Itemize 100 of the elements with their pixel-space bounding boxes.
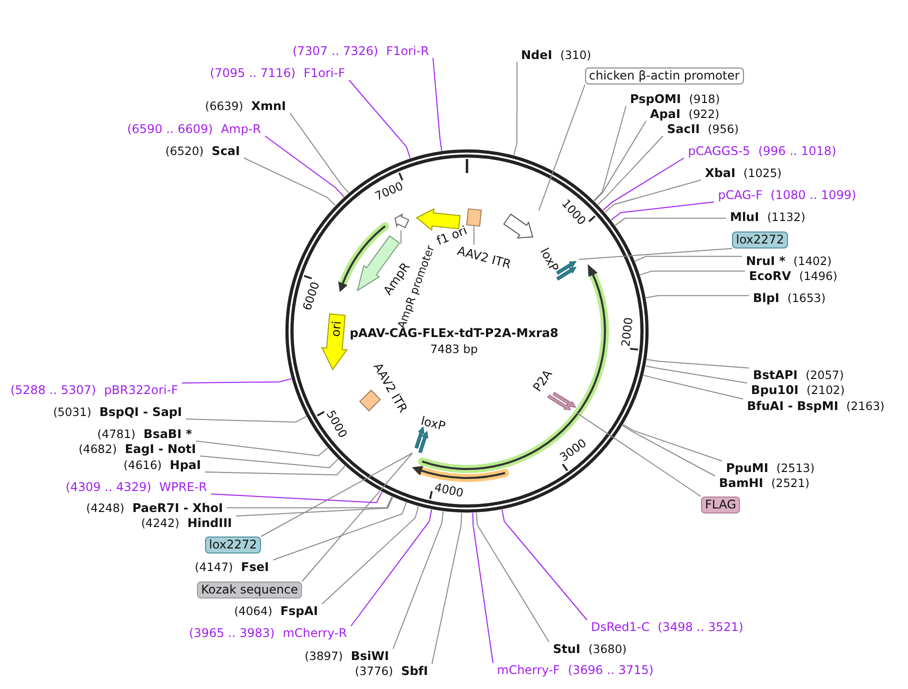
site-position: (4242) <box>141 516 180 530</box>
enzyme-name: FspAI <box>280 604 318 618</box>
leader-line <box>593 106 626 201</box>
enzyme-name: BamHI <box>719 476 764 490</box>
leader-line <box>646 359 750 368</box>
plasmid-name: pAAV-CAG-FLEx-tdT-P2A-Mxra8 <box>350 326 558 340</box>
enzyme-name: PspOMI <box>630 92 681 106</box>
enzyme-name: ScaI <box>212 144 240 158</box>
leader-line <box>594 120 646 202</box>
enzyme-name: ApaI <box>650 107 680 121</box>
leader-line <box>622 425 716 476</box>
leader-line <box>476 512 550 642</box>
primer-name: mCherry-R <box>282 626 347 640</box>
leader-line <box>645 366 748 384</box>
enzyme-name: XbaI <box>705 166 736 180</box>
primer-range: (5288 .. 5307) <box>10 383 96 397</box>
leader-line <box>204 466 346 476</box>
feature-label: FLAG <box>701 496 740 514</box>
primer-range: (1080 .. 1099) <box>770 188 856 202</box>
site-position: (2102) <box>806 383 845 397</box>
primer-range: (3696 .. 3715) <box>568 663 654 677</box>
enzyme-name: EagI - NotI <box>124 442 196 456</box>
enzyme-name: NruI * <box>746 254 786 268</box>
leader-line <box>400 230 402 244</box>
enzyme-name: XmnI <box>251 99 286 113</box>
leader-line <box>576 412 702 497</box>
leader-line <box>392 510 444 650</box>
leader-line <box>264 136 344 198</box>
leader-line <box>614 218 726 226</box>
feature-label: chicken β-actin promoter <box>585 68 744 84</box>
leader-line <box>597 136 664 206</box>
primer-name: F1ori-F <box>304 66 345 80</box>
site-position: (1402) <box>793 254 832 268</box>
enzyme-name: StuI <box>553 642 580 656</box>
feature-label: lox2272 <box>732 232 788 248</box>
site-position: (2163) <box>846 399 885 413</box>
site-position: (5031) <box>53 405 92 419</box>
leader-line <box>182 378 292 384</box>
leader-line <box>622 424 722 462</box>
leader-line <box>432 58 442 152</box>
enzyme-name: BfuAI - BspMI <box>747 399 838 413</box>
leader-line <box>432 512 462 664</box>
feature-label: loxP <box>537 246 561 274</box>
site-position: (4147) <box>194 560 234 574</box>
leader-line <box>472 512 494 664</box>
primer-name: WPRE-R <box>159 480 207 494</box>
site-position: (3680) <box>588 642 627 656</box>
leader-line <box>646 295 750 298</box>
site-position: (3897) <box>304 649 343 663</box>
site-position: (4781) <box>97 427 136 441</box>
scale-label: 6000 <box>300 280 322 312</box>
leader-line <box>640 270 746 276</box>
leader-line <box>196 440 328 456</box>
leader-line <box>634 256 742 262</box>
site-position: (6639) <box>204 99 244 113</box>
leader-line <box>502 509 588 620</box>
leader-line <box>186 416 307 423</box>
leader-line <box>272 502 407 560</box>
primer-range: (6590 .. 6609) <box>127 122 213 136</box>
primer-name: Amp-R <box>220 122 261 136</box>
enzyme-name: BlpI <box>753 291 780 305</box>
primer-name: pCAG-F <box>718 188 763 202</box>
enzyme-name: PpuMI <box>726 461 768 475</box>
site-position: (918) <box>688 92 720 106</box>
site-position: (956) <box>708 122 739 136</box>
scale-label: 4000 <box>434 481 465 499</box>
enzyme-name: MluI <box>730 210 760 224</box>
scale-label: 7000 <box>373 180 405 203</box>
feature-label: lox2272 <box>205 536 261 554</box>
leader-line <box>348 80 411 159</box>
primer-name: DsRed1-C <box>591 620 650 634</box>
leader-line <box>602 158 684 211</box>
site-position: (4682) <box>78 442 117 456</box>
site-position: (1496) <box>799 269 838 283</box>
plasmid-size: 7483 bp <box>430 342 478 356</box>
site-position: (4616) <box>124 458 162 472</box>
enzyme-name: BsaBI * <box>144 427 192 441</box>
enzyme-name: EcoRV <box>749 269 792 283</box>
leader-line <box>538 84 586 212</box>
primer-range: (3498 .. 3521) <box>658 620 744 634</box>
primer-name: mCherry-F <box>497 663 560 677</box>
site-position: (1132) <box>767 210 806 224</box>
enzyme-name: BstAPI <box>753 368 798 382</box>
site-position: (3776) <box>354 664 394 678</box>
leader-line <box>210 492 383 504</box>
primer-name: F1ori-R <box>386 44 429 58</box>
site-position: (4248) <box>86 501 124 515</box>
primer-range: (3965 .. 3983) <box>189 626 275 640</box>
leader-line <box>260 452 413 537</box>
leader-line <box>513 62 518 156</box>
leader-line <box>236 496 394 516</box>
leader-line <box>200 456 338 468</box>
enzyme-name: PaeR7I - XhoI <box>132 501 223 515</box>
enzyme-name: SacII <box>667 122 700 136</box>
site-position: (6520) <box>165 144 204 158</box>
leader-line <box>350 509 432 626</box>
site-position: (922) <box>688 107 720 121</box>
feature-label: Kozak sequence <box>197 582 302 598</box>
primer-range: (7095 .. 7116) <box>210 66 296 80</box>
leader-line <box>244 158 336 206</box>
